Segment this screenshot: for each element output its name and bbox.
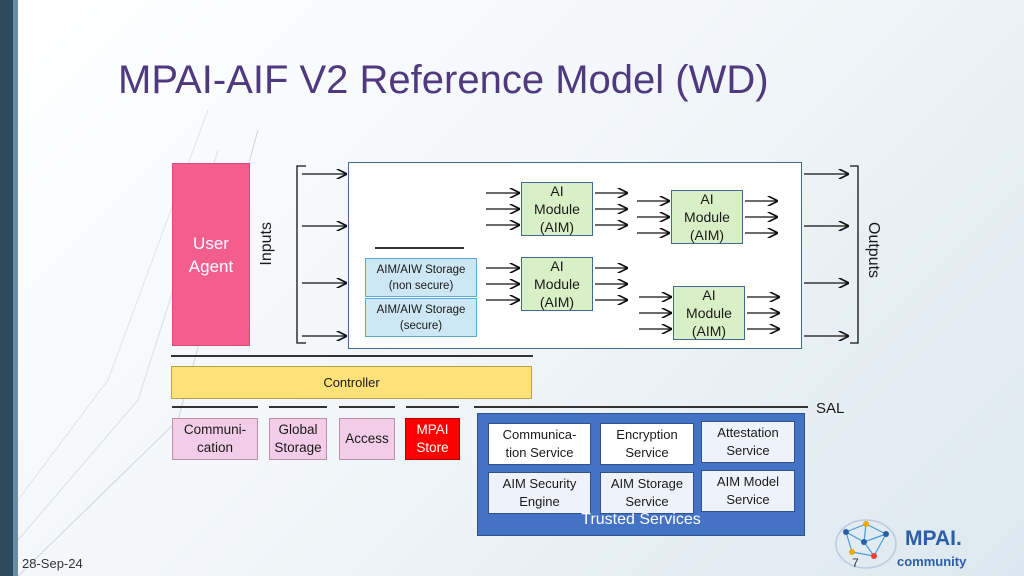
aim-module-3: AI Module (AIM) (521, 257, 593, 311)
service-label: Engine (519, 494, 560, 509)
aim-label: (AIM) (539, 219, 575, 235)
storage-secure-box: AIM/AIW Storage (secure) (365, 298, 477, 337)
storage-separator-line (375, 247, 464, 249)
module-label: Global (278, 422, 318, 437)
module-label: Store (416, 440, 449, 455)
service-label: Attestation (717, 425, 779, 440)
aim-label: AI (550, 258, 564, 274)
global-storage-module: Global Storage (269, 418, 327, 460)
aim-module-4: AI Module (AIM) (673, 286, 745, 340)
attestation-service-box: Attestation Service (701, 421, 795, 463)
outputs-bracket (850, 165, 859, 344)
sal-line-segment (339, 406, 395, 408)
controller-box: Controller (171, 366, 532, 399)
aim-label: (AIM) (539, 294, 575, 310)
communication-service-box: Communica- tion Service (488, 423, 591, 465)
module-label: cation (196, 440, 233, 455)
aim-label: AI (702, 287, 716, 303)
service-label: Service (625, 445, 669, 460)
mpai-logo-subtext: community (897, 554, 967, 569)
module-label: MPAI (416, 422, 449, 437)
service-label: AIM Model (716, 474, 780, 489)
aim-label: AI (550, 183, 564, 199)
aim-label: Module (534, 201, 580, 217)
mpai-logo-graphic (835, 519, 897, 569)
sal-label: SAL (816, 400, 845, 417)
aim-label: (AIM) (691, 323, 727, 339)
slide-title: MPAI-AIF V2 Reference Model (WD) (118, 58, 769, 102)
module-label: Access (345, 431, 389, 446)
sal-line-segment (474, 406, 808, 408)
storage-label: (non secure) (388, 279, 454, 292)
service-label: AIM Security (502, 476, 577, 491)
aim-label: Module (686, 305, 732, 321)
storage-label: AIM/AIW Storage (376, 303, 466, 316)
left-accent-bar-light (13, 0, 18, 576)
inputs-label: Inputs (258, 222, 275, 266)
outputs-label: Outputs (865, 222, 882, 279)
access-module: Access (339, 418, 395, 460)
communication-module: Communi- cation (172, 418, 258, 460)
module-label: Storage (274, 440, 322, 455)
encryption-service-box: Encryption Service (600, 423, 694, 465)
aim-label: AI (700, 191, 714, 207)
aim-label: Module (534, 276, 580, 292)
sal-line-segment (172, 406, 258, 408)
aim-security-engine-box: AIM Security Engine (488, 472, 591, 514)
aim-label: (AIM) (689, 227, 725, 243)
service-label: Service (726, 443, 770, 458)
inputs-bracket (296, 165, 306, 344)
aim-model-service-box: AIM Model Service (701, 470, 795, 512)
storage-non-secure-box: AIM/AIW Storage (non secure) (365, 258, 477, 297)
aim-module-2: AI Module (AIM) (671, 190, 743, 244)
mpai-store-module: MPAI Store (405, 418, 460, 460)
user-agent-box: User Agent (172, 163, 250, 346)
storage-label: AIM/AIW Storage (376, 263, 466, 276)
user-agent-label-line2: Agent (188, 256, 234, 276)
user-agent-label-line1: User (193, 233, 229, 253)
sal-line-segment (269, 406, 327, 408)
aim-label: Module (684, 209, 730, 225)
aim-storage-service-box: AIM Storage Service (600, 472, 694, 514)
controller-top-line (171, 355, 533, 357)
trusted-services-label: Trusted Services (581, 511, 701, 528)
module-label: Communi- (183, 422, 247, 437)
aim-module-1: AI Module (AIM) (521, 182, 593, 236)
storage-label: (secure) (399, 319, 443, 332)
service-label: AIM Storage (610, 476, 684, 491)
left-accent-bar (0, 0, 13, 576)
service-label: Service (726, 492, 770, 507)
service-label: Service (625, 494, 669, 509)
service-label: Encryption (616, 427, 678, 442)
sal-line-segment (406, 406, 459, 408)
mpai-logo-text: MPAI. (905, 527, 962, 550)
controller-label: Controller (323, 375, 380, 390)
service-label: tion Service (505, 445, 574, 460)
service-label: Communica- (502, 427, 577, 442)
page-number: 7 (852, 556, 859, 570)
slide-date: 28-Sep-24 (22, 556, 83, 571)
